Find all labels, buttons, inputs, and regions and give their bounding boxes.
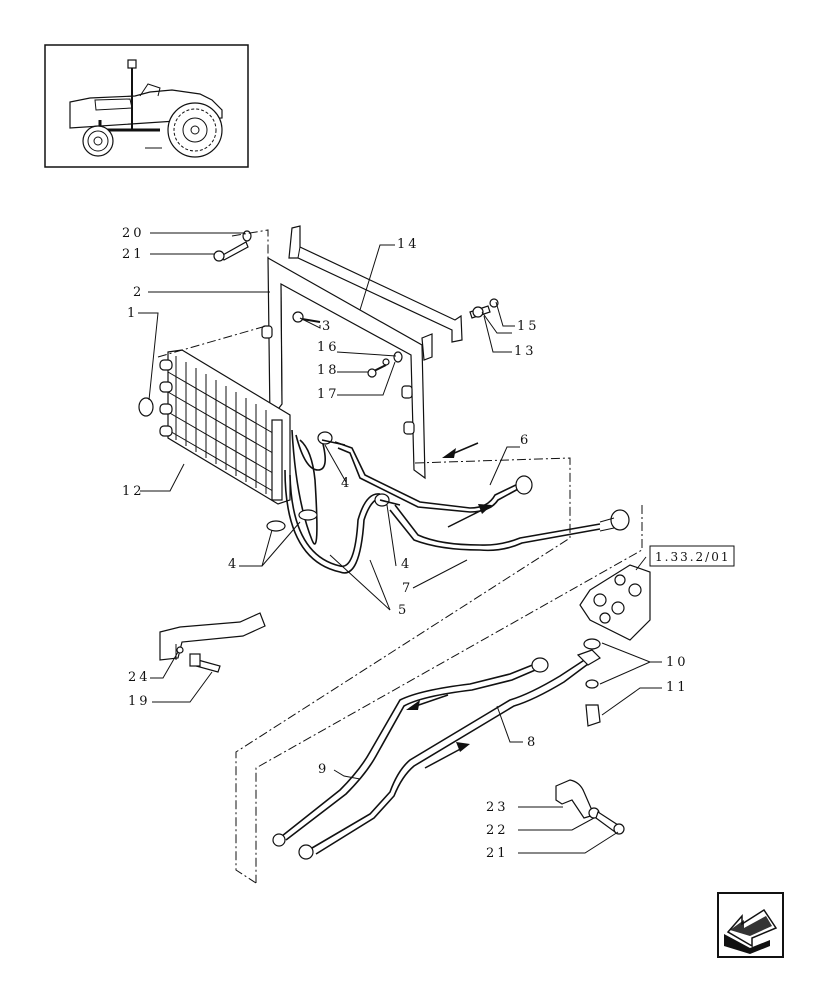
back-arrow-icon[interactable]	[717, 892, 784, 958]
callout-14[interactable]: 14	[397, 237, 420, 252]
callout-23[interactable]: 23	[486, 800, 509, 815]
callout-22[interactable]: 22	[486, 823, 509, 838]
callout-13[interactable]: 13	[514, 344, 537, 359]
callout-5[interactable]: 5	[398, 603, 409, 618]
callout-11[interactable]: 11	[666, 680, 689, 695]
tractor-thumbnail[interactable]	[44, 44, 249, 168]
support-bracket	[159, 612, 266, 673]
callout-16[interactable]: 16	[317, 340, 340, 355]
valve-block	[579, 564, 651, 727]
callout-2[interactable]: 2	[133, 285, 144, 300]
callout-4-left[interactable]: 4	[228, 557, 239, 572]
callout-24[interactable]: 24	[128, 670, 151, 685]
pipe-clip	[555, 779, 625, 835]
callout-12[interactable]: 12	[122, 484, 145, 499]
callout-labels: 20 21 2 1 14 3 15 13 16 18 17 6 12 4 4 4…	[122, 226, 689, 861]
oil-pipes-lower	[272, 649, 601, 860]
callout-19[interactable]: 19	[128, 694, 151, 709]
mounting-bracket	[288, 225, 463, 361]
fasteners	[213, 230, 499, 378]
reference-text[interactable]: 1.33.2/01	[655, 550, 730, 564]
rubber-mount	[138, 397, 154, 417]
flow-arrows	[406, 442, 492, 769]
callout-3[interactable]: 3	[322, 319, 333, 334]
callout-20[interactable]: 20	[122, 226, 145, 241]
callout-17[interactable]: 17	[317, 387, 340, 402]
callout-1[interactable]: 1	[127, 306, 138, 321]
callout-9[interactable]: 9	[318, 762, 329, 777]
callout-4-right[interactable]: 4	[401, 557, 412, 572]
group-boundaries	[157, 229, 643, 884]
callout-15[interactable]: 15	[517, 319, 540, 334]
reference-link[interactable]: 1.33.2/01	[649, 545, 735, 567]
hoses	[266, 429, 401, 574]
callout-21-top[interactable]: 21	[122, 247, 145, 262]
callout-21-bottom[interactable]: 21	[486, 846, 509, 861]
callout-8[interactable]: 8	[527, 735, 538, 750]
callout-7[interactable]: 7	[402, 581, 413, 596]
leader-lines	[138, 232, 662, 854]
callout-18[interactable]: 18	[317, 363, 340, 378]
callout-6[interactable]: 6	[520, 433, 531, 448]
radiator-frame	[261, 256, 426, 480]
callout-4-upper[interactable]: 4	[341, 476, 352, 491]
callout-10[interactable]: 10	[666, 655, 689, 670]
